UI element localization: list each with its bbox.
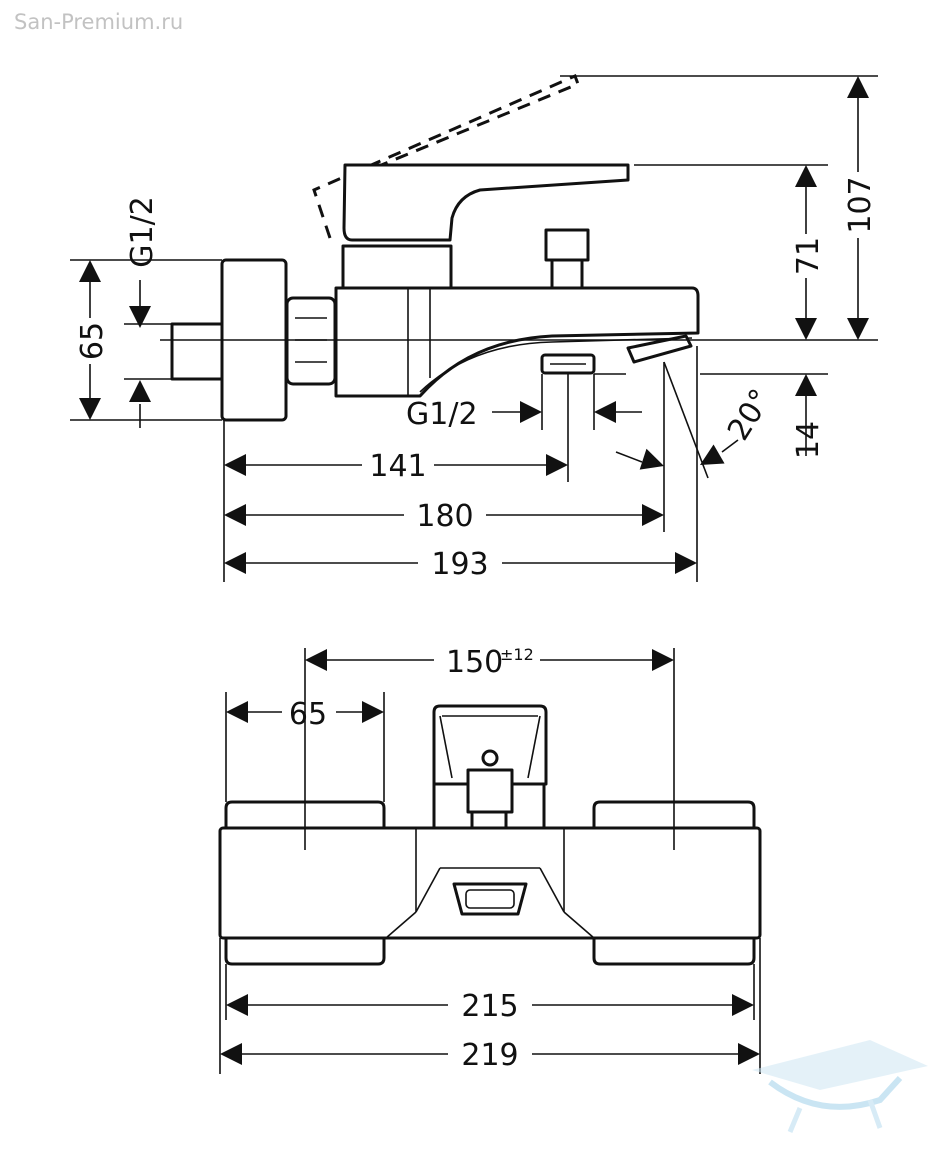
connection-nut [285,296,337,386]
dim-g12-bottom: G1/2 [406,397,478,432]
bathtub-logo-icon [752,1040,928,1133]
dim-219: 219 [461,1038,518,1073]
right-bottom-pad [592,936,756,966]
side-view: 107 71 14 65 G1/2 G1/2 [70,73,878,582]
dim-150: 150 [446,645,503,680]
cartridge [341,244,453,290]
diverter-knob [544,228,590,262]
body-outline [334,286,700,398]
front-diverter-dot [481,749,499,767]
left-bottom-pad [224,936,386,966]
dim-65-horizontal: 65 [289,697,327,732]
watermark-text: San-Premium.ru [14,10,184,34]
dim-193: 193 [431,547,488,582]
dim-150-tolerance: ±12 [500,645,534,664]
dim-107: 107 [843,176,878,233]
front-lever [432,704,548,786]
dim-141: 141 [369,449,426,484]
dim-180: 180 [416,499,473,534]
front-aerator [452,882,528,916]
lever [342,163,630,242]
dim-215: 215 [461,989,518,1024]
front-stem [466,768,514,814]
dim-71: 71 [791,237,826,275]
pipe [170,322,224,381]
dim-angle-20: 20° [721,383,779,447]
dim-14: 14 [791,421,826,459]
dim-g12-left: G1/2 [125,196,160,268]
front-view: 150 ±12 65 215 219 [218,645,762,1074]
dim-65-vertical: 65 [75,322,110,360]
